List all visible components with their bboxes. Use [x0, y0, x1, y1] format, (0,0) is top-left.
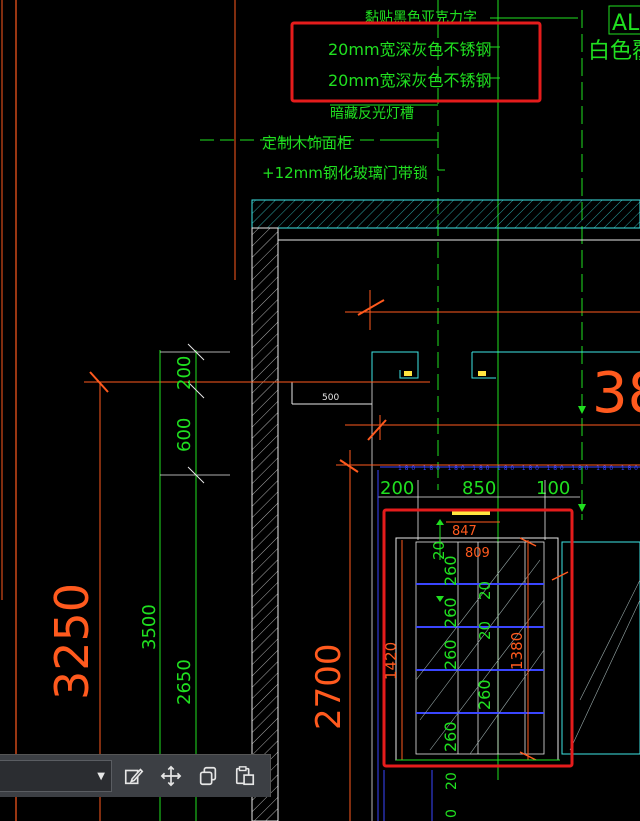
paste-button[interactable] [230, 761, 260, 791]
dim-20-a: 20 [430, 541, 448, 560]
adjacent-panel [561, 541, 640, 755]
callout-stainless-1: 20mm宽深灰色不锈钢 [328, 40, 492, 59]
edit-button[interactable] [119, 761, 149, 791]
move-button[interactable] [156, 761, 186, 791]
dim-260-2: 260 [441, 597, 460, 628]
tag-box [608, 5, 640, 35]
dim-260-4: 260 [475, 679, 494, 710]
move-icon [160, 765, 182, 787]
dim-20-b: 20 [476, 581, 494, 600]
dim-500: 500 [322, 393, 339, 403]
chevron-down-icon: ▼ [97, 770, 105, 782]
dim-1380: 1380 [508, 632, 526, 670]
paste-icon [235, 766, 255, 786]
edit-icon [124, 768, 144, 785]
dim-260-3: 260 [441, 639, 460, 670]
dim-180-row: 180 180 180 180 180 180 180 180 180 180 [398, 465, 638, 472]
dim-0-bottom: 0 [444, 809, 460, 818]
callout-glass-door: +12mm钢化玻璃门带锁 [262, 164, 428, 182]
dim-38-right: 38 [592, 361, 640, 426]
dim-260-5: 260 [441, 721, 460, 752]
dim-600: 600 [174, 418, 195, 452]
copy-button[interactable] [193, 761, 223, 791]
dim-1420: 1420 [382, 642, 400, 680]
callout-wood-cabinet: 定制木饰面柜 [262, 134, 352, 152]
bottom-toolbar: ▼ [0, 754, 271, 797]
highlight-box-callouts [290, 21, 542, 103]
highlight-box-cabinet [382, 508, 574, 768]
left-wall [251, 227, 279, 821]
dim-200-h: 200 [380, 478, 414, 499]
dim-3500: 3500 [139, 604, 160, 650]
dim-809: 809 [465, 546, 490, 561]
dim-2650: 2650 [174, 659, 195, 705]
ceiling-slab [251, 199, 640, 229]
tag-text: AL [612, 11, 640, 36]
dim-200-top: 200 [174, 356, 195, 390]
dim-3250: 3250 [45, 583, 99, 700]
layer-dropdown[interactable]: ▼ [0, 760, 112, 792]
dim-2700: 2700 [309, 643, 349, 730]
cabinet-elevation [395, 510, 560, 761]
dim-20-bottom: 20 [444, 772, 460, 790]
dim-850: 850 [462, 478, 496, 499]
copy-icon [199, 766, 217, 786]
dim-847: 847 [452, 524, 477, 539]
callout-stainless-2: 20mm宽深灰色不锈钢 [328, 71, 492, 90]
material-label: 白色覆 [588, 39, 640, 64]
dim-20-c: 20 [476, 621, 494, 640]
dim-100: 100 [536, 478, 570, 499]
callout-hidden-light: 暗藏反光灯槽 [330, 106, 414, 122]
dim-260-1: 260 [441, 555, 460, 586]
